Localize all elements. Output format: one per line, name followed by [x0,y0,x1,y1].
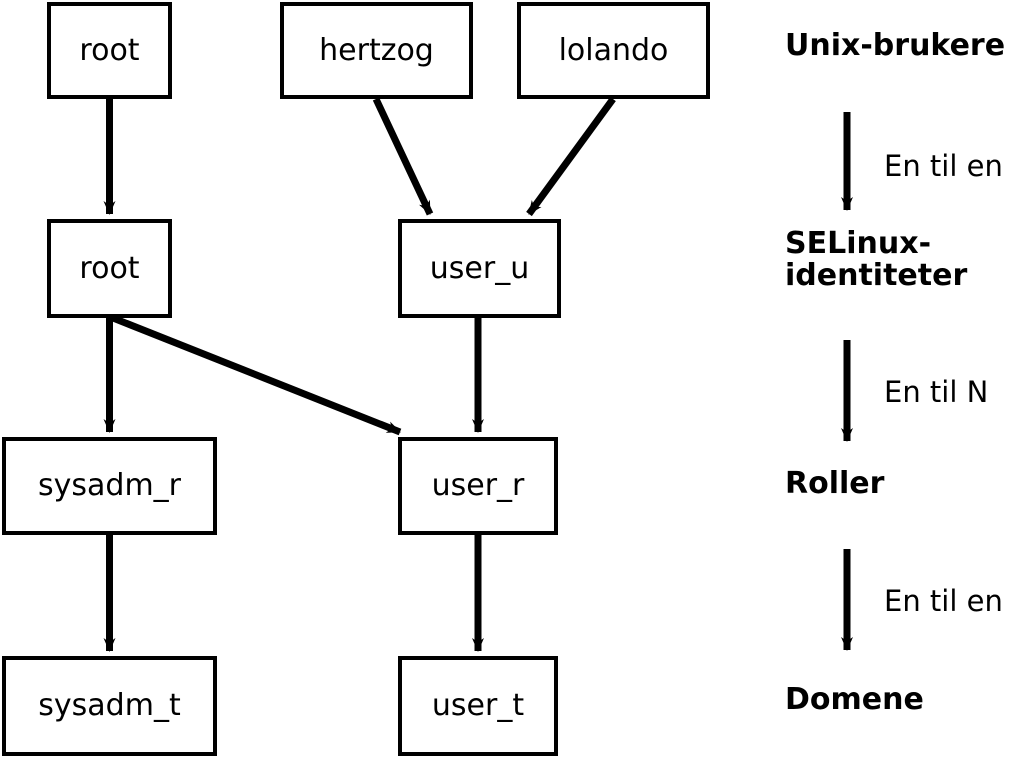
legend-mapping-one-to-one-lower: En til en [884,584,1003,618]
node-domain-user-t[interactable]: user_t [398,656,558,756]
edge-lolando-to-user-u [526,96,616,217]
node-label: hertzog [319,32,434,68]
node-label: root [79,32,140,68]
legend-mapping-one-to-one-upper: En til en [884,149,1003,183]
node-role-user-r[interactable]: user_r [398,437,558,535]
node-domain-sysadm-t[interactable]: sysadm_t [2,656,217,756]
legend-tier-roles: Roller [785,466,885,501]
node-label: sysadm_r [38,468,181,503]
node-unix-user-root[interactable]: root [47,2,172,99]
node-label: user_u [429,250,530,286]
node-label: sysadm_t [38,688,181,723]
node-label: user_t [431,688,525,723]
node-selinux-identity-root[interactable]: root [47,219,172,318]
legend-tier-domain: Domene [785,682,924,717]
edge-selinux-root-to-user-r [111,314,402,436]
node-label: lolando [558,32,669,68]
legend-tier-unix-users: Unix-brukere [785,28,1006,63]
node-unix-user-lolando[interactable]: lolando [517,2,710,99]
node-selinux-identity-user-u[interactable]: user_u [398,219,561,318]
node-label: root [79,250,140,286]
legend-mapping-one-to-n: En til N [884,375,989,409]
edge-hertzog-to-user-u [372,97,434,216]
legend-tier-selinux-identities: SELinux- identiteter [785,226,968,294]
node-unix-user-hertzog[interactable]: hertzog [280,2,473,99]
node-role-sysadm-r[interactable]: sysadm_r [2,437,217,535]
node-label: user_r [431,468,525,503]
